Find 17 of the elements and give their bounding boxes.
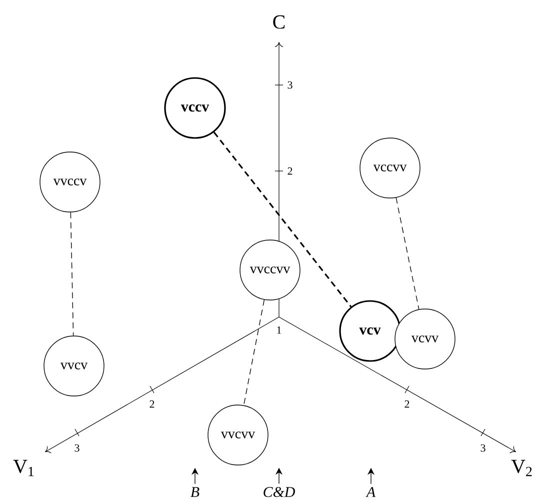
- connector-line: [243, 299, 265, 406]
- axis-label: A: [366, 487, 376, 497]
- connector-line: [213, 132, 352, 308]
- tick-label: 2: [404, 400, 410, 408]
- connector-line: [396, 197, 420, 310]
- tick-label: 2: [150, 400, 154, 408]
- tick-label: 3: [480, 444, 486, 452]
- axis-label: V$_{1}$: [13, 460, 34, 476]
- tick-label: 3: [74, 444, 80, 452]
- connector-line: [70, 212, 74, 336]
- tick-label: 2: [288, 167, 292, 175]
- axis-label: V$_{2}$: [511, 460, 532, 476]
- tick-label: 1: [277, 326, 282, 334]
- axis-label: B: [190, 487, 200, 497]
- tick-label: 3: [288, 81, 292, 89]
- axis-label: C: [273, 15, 285, 29]
- axis-label: C&D: [264, 486, 295, 498]
